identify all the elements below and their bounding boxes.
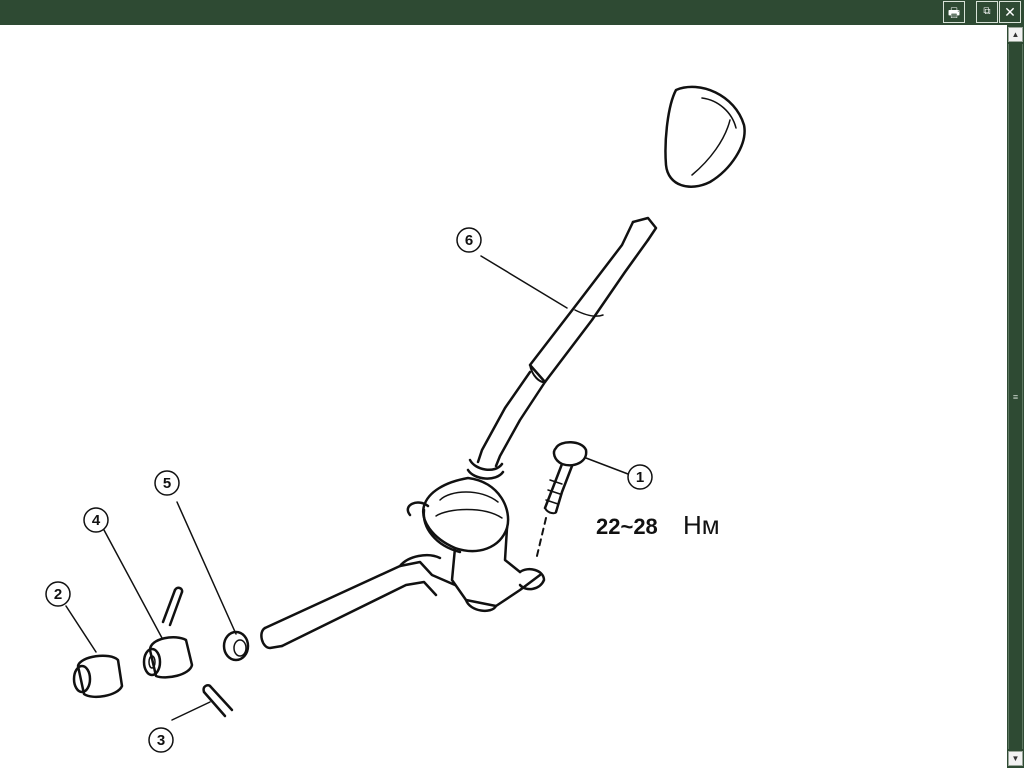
- vertical-scrollbar[interactable]: ▲ ≡ ▼: [1007, 25, 1024, 768]
- joint-collar: [142, 636, 194, 679]
- diagram-viewer[interactable]: 1 2 3 4 5 6 22~28 Нм: [0, 25, 1007, 768]
- print-button[interactable]: 🖶: [943, 1, 965, 23]
- callout-6: 6: [465, 232, 473, 249]
- spring-pin-lower: [202, 684, 234, 718]
- shift-rod: [260, 554, 457, 650]
- scroll-up-button[interactable]: ▲: [1008, 27, 1023, 42]
- shift-lever: [466, 216, 658, 480]
- printer-icon: 🖶: [947, 4, 961, 20]
- title-bar: 🖶 ⧉ ✕: [0, 0, 1024, 25]
- scroll-thumb[interactable]: ≡: [1008, 44, 1023, 749]
- shifter-housing: [406, 476, 546, 613]
- restore-window-icon: ⧉: [983, 6, 991, 17]
- close-button[interactable]: ✕: [999, 1, 1021, 23]
- callout-2: 2: [54, 586, 62, 603]
- torque-unit: Нм: [683, 510, 720, 540]
- rubber-collar: [72, 654, 124, 698]
- close-icon: ✕: [1004, 4, 1016, 20]
- grip-icon: ≡: [1012, 391, 1019, 402]
- chevron-down-icon: ▼: [1011, 754, 1020, 763]
- callout-4: 4: [92, 512, 101, 529]
- rod-bush: [222, 630, 250, 662]
- shift-knob: [664, 85, 746, 188]
- scroll-down-button[interactable]: ▼: [1008, 751, 1023, 766]
- callout-1: 1: [636, 469, 644, 486]
- torque-annotation: 22~28 Нм: [596, 510, 720, 540]
- bolt: [535, 441, 588, 561]
- callout-circles: [45, 227, 653, 753]
- chevron-up-icon: ▲: [1011, 30, 1020, 39]
- torque-value: 22~28: [596, 514, 658, 539]
- callout-3: 3: [157, 732, 165, 749]
- leader-lines: [65, 255, 629, 721]
- callout-5: 5: [163, 475, 171, 492]
- spring-pin-upper: [161, 586, 184, 627]
- gear-shift-lever-diagram: 1 2 3 4 5 6 22~28 Нм: [45, 85, 746, 753]
- restore-button[interactable]: ⧉: [976, 1, 998, 23]
